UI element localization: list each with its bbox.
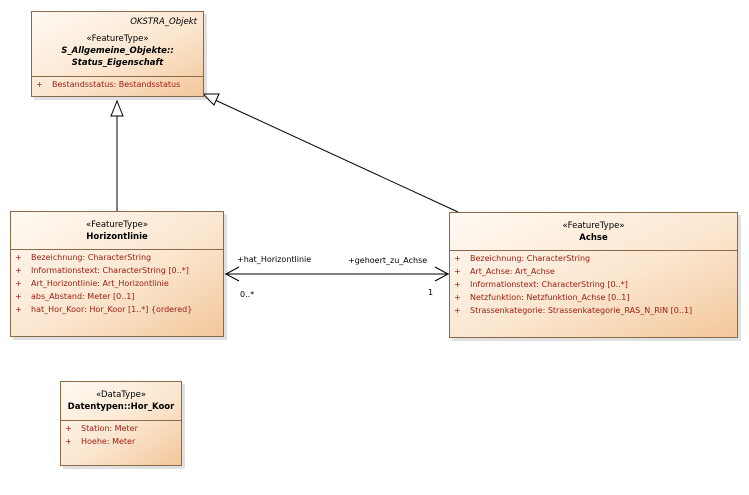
attribute-row[interactable]: + Hoehe: Meter [61,437,181,450]
attribute-row[interactable]: + abs_Abstand: Meter [0..1] [11,292,223,305]
role-label-right: +gehoert_zu_Achse [348,256,428,265]
attribute-text: Bezeichnung: CharacterString [470,254,591,263]
attribute-row[interactable]: + Bestandsstatus: Bestandsstatus [32,80,203,93]
stereotype-label: «FeatureType» [85,220,149,230]
visibility-marker: + [454,293,461,302]
multiplicity-right: 1 [428,288,434,297]
class-hor-koor[interactable]: «DataType» Datentypen::Hor_Koor + Station… [60,381,182,466]
generalization-arrowhead-achse [201,93,220,106]
stereotype-label: «DataType» [95,390,147,400]
class-name: Horizontlinie [86,232,148,242]
stereotype-label: «FeatureType» [562,221,625,231]
attribute-compartment: + Bezeichnung: CharacterString + Informati… [11,250,223,318]
attribute-row[interactable]: + Art_Horizontlinie: Art_Horizontlinie [11,279,223,292]
attribute-text: Art_Horizontlinie: Art_Horizontlinie [31,279,169,288]
attribute-row[interactable]: + hat_Hor_Koor: Hor_Koor [1..*] {ordered} [11,305,223,318]
attribute-row[interactable]: + Netzfunktion: Netzfunktion_Achse [0..1] [450,293,737,306]
attribute-row[interactable]: + Strassenkategorie: Strassenkategorie_RA… [450,306,737,319]
attribute-text: Bezeichnung: CharacterString [31,253,152,262]
visibility-marker: + [36,80,43,89]
attribute-row[interactable]: + Bezeichnung: CharacterString [11,253,223,266]
visibility-marker: + [15,279,22,288]
attribute-text: Bestandsstatus: Bestandsstatus [52,80,181,89]
attribute-row[interactable]: + Informationstext: CharacterString [0..*… [450,280,737,293]
class-name: Achse [579,233,608,243]
association-arrowhead-left [224,266,240,282]
attribute-text: Informationstext: CharacterString [0..*] [470,280,628,289]
attribute-row[interactable]: + Station: Meter [61,424,181,437]
class-name-line1: S_Allgemeine_Objekte:: [61,46,174,56]
visibility-marker: + [15,253,22,262]
visibility-marker: + [454,306,461,315]
stereotype-label: «FeatureType» [86,34,149,44]
visibility-marker: + [15,292,22,301]
attribute-row[interactable]: + Art_Achse: Art_Achse [450,267,737,280]
visibility-marker: + [15,266,22,275]
multiplicity-left: 0..* [240,290,255,299]
class-achse[interactable]: «FeatureType» Achse + Bezeichnung: Charac… [449,212,738,338]
attribute-text: Strassenkategorie: Strassenkategorie_RAS… [470,306,693,315]
attribute-text: abs_Abstand: Meter [0..1] [31,292,135,301]
class-name-line2: Status_Eigenschaft [71,58,164,68]
class-header: OKSTRA_Objekt «FeatureType» S_Allgemeine… [32,12,203,77]
attribute-compartment: + Bestandsstatus: Bestandsstatus [32,77,203,93]
class-name: Datentypen::Hor_Koor [67,402,175,412]
visibility-marker: + [65,437,72,446]
attribute-text: Informationstext: CharacterString [0..*] [31,266,189,275]
class-horizontlinie[interactable]: «FeatureType» Horizontlinie + Bezeichnung… [10,211,224,337]
generalization-line-achse [214,99,459,213]
attribute-row[interactable]: + Informationstext: CharacterString [0..*… [11,266,223,279]
visibility-marker: + [65,424,72,433]
attribute-text: Hoehe: Meter [81,437,136,446]
class-header: «FeatureType» Achse [450,213,737,251]
attribute-row[interactable]: + Bezeichnung: CharacterString [450,254,737,267]
role-label-left: +hat_Horizontlinie [237,255,312,264]
class-status-eigenschaft[interactable]: OKSTRA_Objekt «FeatureType» S_Allgemeine… [31,11,204,97]
attribute-text: Art_Achse: Art_Achse [470,267,555,276]
visibility-marker: + [15,305,22,314]
visibility-marker: + [454,280,461,289]
visibility-marker: + [454,267,461,276]
attribute-text: Netzfunktion: Netzfunktion_Achse [0..1] [470,293,630,302]
association-arrowhead-right [434,266,450,282]
attribute-text: Station: Meter [81,424,138,433]
generalization-arrowhead-horizontlinie [110,99,124,117]
parent-package-tag: OKSTRA_Objekt [130,17,197,27]
attribute-text: hat_Hor_Koor: Hor_Koor [1..*] {ordered} [31,305,193,314]
visibility-marker: + [454,254,461,263]
class-header: «FeatureType» Horizontlinie [11,212,223,250]
attribute-compartment: + Bezeichnung: CharacterString + Art_Achse… [450,251,737,319]
attribute-compartment: + Station: Meter + Hoehe: Meter [61,421,181,450]
class-header: «DataType» Datentypen::Hor_Koor [61,382,181,421]
